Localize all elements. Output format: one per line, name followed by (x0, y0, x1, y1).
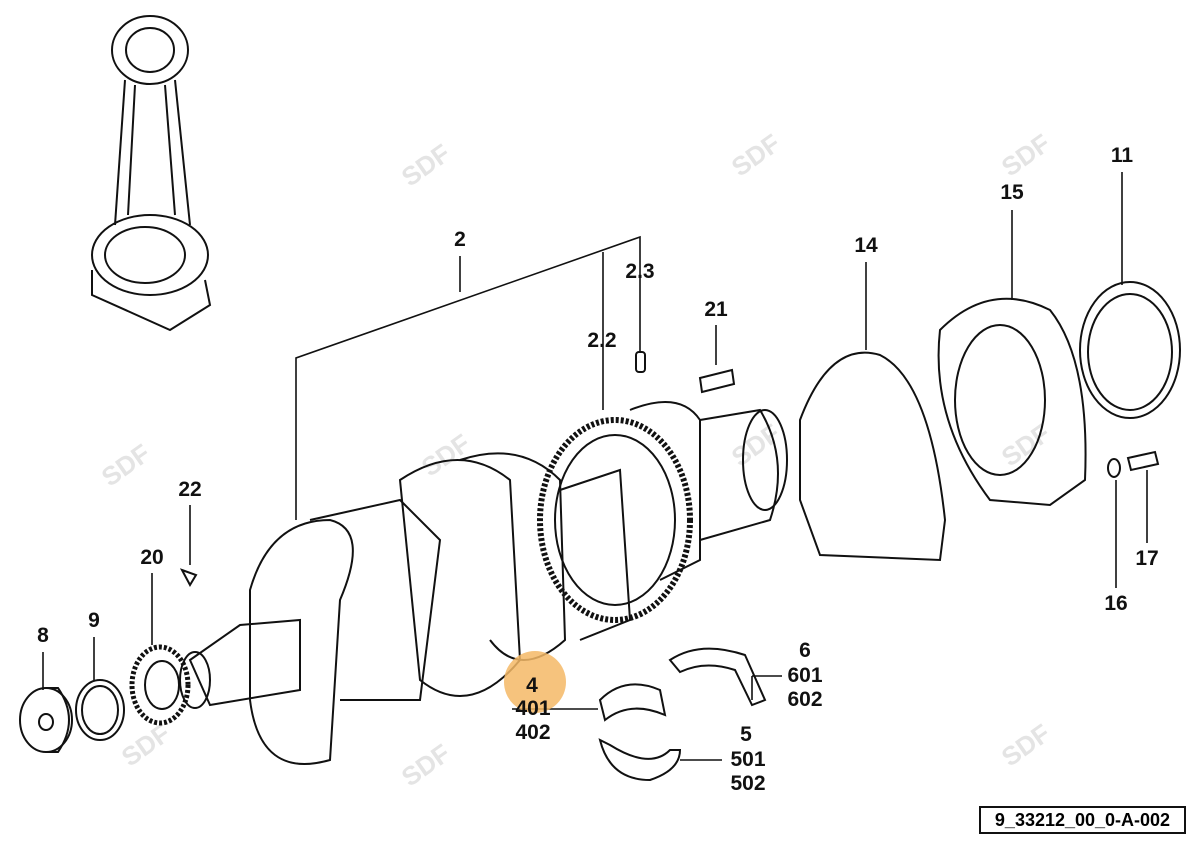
part-11-seal (1079, 281, 1181, 419)
part-16-washer (1107, 458, 1121, 478)
part-17-screw (1126, 450, 1160, 472)
callout-22[interactable]: 22 (178, 478, 202, 501)
callout-14[interactable]: 14 (854, 234, 878, 257)
callout-602[interactable]: 602 (787, 688, 823, 711)
callout-6[interactable]: 6 (799, 639, 811, 662)
callout-8[interactable]: 8 (37, 624, 49, 647)
callout-4[interactable]: 4 (526, 674, 538, 697)
callout-15[interactable]: 15 (1000, 181, 1024, 204)
selected-part-highlight (504, 651, 566, 713)
part-2-crankshaft (179, 401, 788, 765)
callout-401[interactable]: 401 (515, 697, 551, 720)
part-22-key (179, 568, 198, 588)
part-2-3-pin (635, 351, 646, 373)
callout-9[interactable]: 9 (88, 609, 100, 632)
callout-2[interactable]: 2 (454, 228, 466, 251)
part-20-gear (129, 644, 191, 726)
callout-2-2[interactable]: 2.2 (587, 329, 617, 352)
callout-17[interactable]: 17 (1135, 547, 1159, 570)
callout-502[interactable]: 502 (730, 772, 766, 795)
callout-21[interactable]: 21 (704, 298, 728, 321)
part-15-housing (937, 297, 1087, 507)
part-4-main-bearing (598, 683, 682, 782)
connecting-rod (91, 15, 212, 332)
part-9-ring (75, 679, 125, 741)
part-21-dowel (698, 368, 736, 394)
callout-402[interactable]: 402 (515, 721, 551, 744)
callout-16[interactable]: 16 (1104, 592, 1128, 615)
callout-11[interactable]: 11 (1110, 144, 1134, 167)
part-8-washer (19, 687, 73, 753)
callout-601[interactable]: 601 (787, 664, 823, 687)
part-6-thrust-washer (668, 647, 767, 707)
callout-2-3[interactable]: 2.3 (625, 260, 655, 283)
callout-20[interactable]: 20 (140, 546, 164, 569)
callout-501[interactable]: 501 (730, 748, 766, 771)
callout-5[interactable]: 5 (740, 723, 752, 746)
drawing-code: 9_33212_00_0-A-002 (979, 806, 1186, 834)
part-14-gasket (799, 351, 947, 562)
